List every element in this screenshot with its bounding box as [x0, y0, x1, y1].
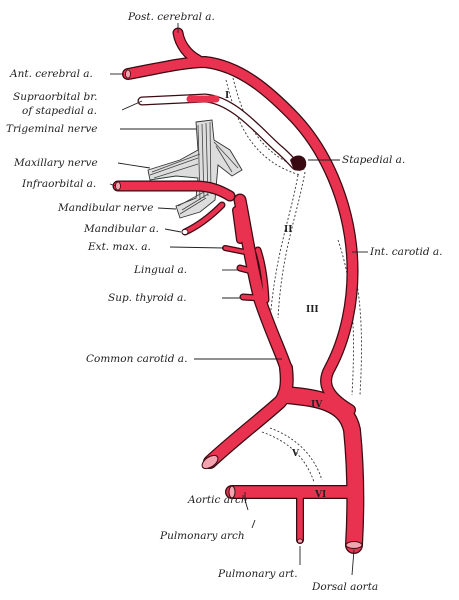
label-pulmonary-art: Pulmonary art. [217, 568, 298, 580]
label-pulmonary-arch: Pulmonary arch [159, 530, 245, 542]
arch-numerals: I II III IV V VI [225, 91, 326, 500]
label-supraorbital-1: Supraorbital br. [13, 91, 97, 103]
label-infraorbital: Infraorbital a. [21, 178, 96, 190]
numeral-arch-iii: III [306, 305, 319, 315]
label-ext-max: Ext. max. a. [87, 241, 151, 253]
numeral-arch-vi: VI [314, 490, 326, 500]
labels: Post. cerebral a. Ant. cerebral a. Supra… [6, 11, 443, 593]
label-dorsal-aorta: Dorsal aorta [311, 581, 378, 593]
label-lingual: Lingual a. [133, 264, 187, 276]
label-ant-cerebral: Ant. cerebral a. [9, 68, 93, 80]
label-trigeminal: Trigeminal nerve [6, 123, 98, 135]
numeral-arch-iv: IV [311, 400, 323, 410]
label-int-carotid: Int. carotid a. [369, 246, 443, 258]
dotted-arch-v [261, 431, 315, 483]
trigeminal-nerve-bundle [147, 119, 243, 219]
arterial-system [112, 27, 365, 554]
label-stapedial: Stapedial a. [342, 154, 405, 166]
label-post-cerebral: Post. cerebral a. [127, 11, 215, 23]
dotted-arch-ii-inner [277, 171, 306, 319]
numeral-arch-ii: II [284, 225, 292, 235]
numeral-arch-v: V [291, 449, 300, 459]
label-common-carotid: Common carotid a. [86, 353, 187, 365]
label-mandibular-nerve: Mandibular nerve [57, 202, 153, 214]
dotted-arch-i [225, 79, 301, 176]
label-maxillary: Maxillary nerve [13, 157, 98, 169]
label-mandibular-a: Mandibular a. [83, 223, 159, 235]
label-sup-thyroid: Sup. thyroid a. [108, 292, 187, 304]
label-supraorbital-2: of stapedial a. [22, 105, 97, 117]
dotted-arch-v-inner [269, 427, 323, 481]
dotted-arch-ii [269, 174, 299, 321]
leader-lines [109, 23, 368, 576]
label-aortic-arch: Aortic arch [187, 494, 248, 506]
numeral-arch-i: I [225, 91, 229, 101]
